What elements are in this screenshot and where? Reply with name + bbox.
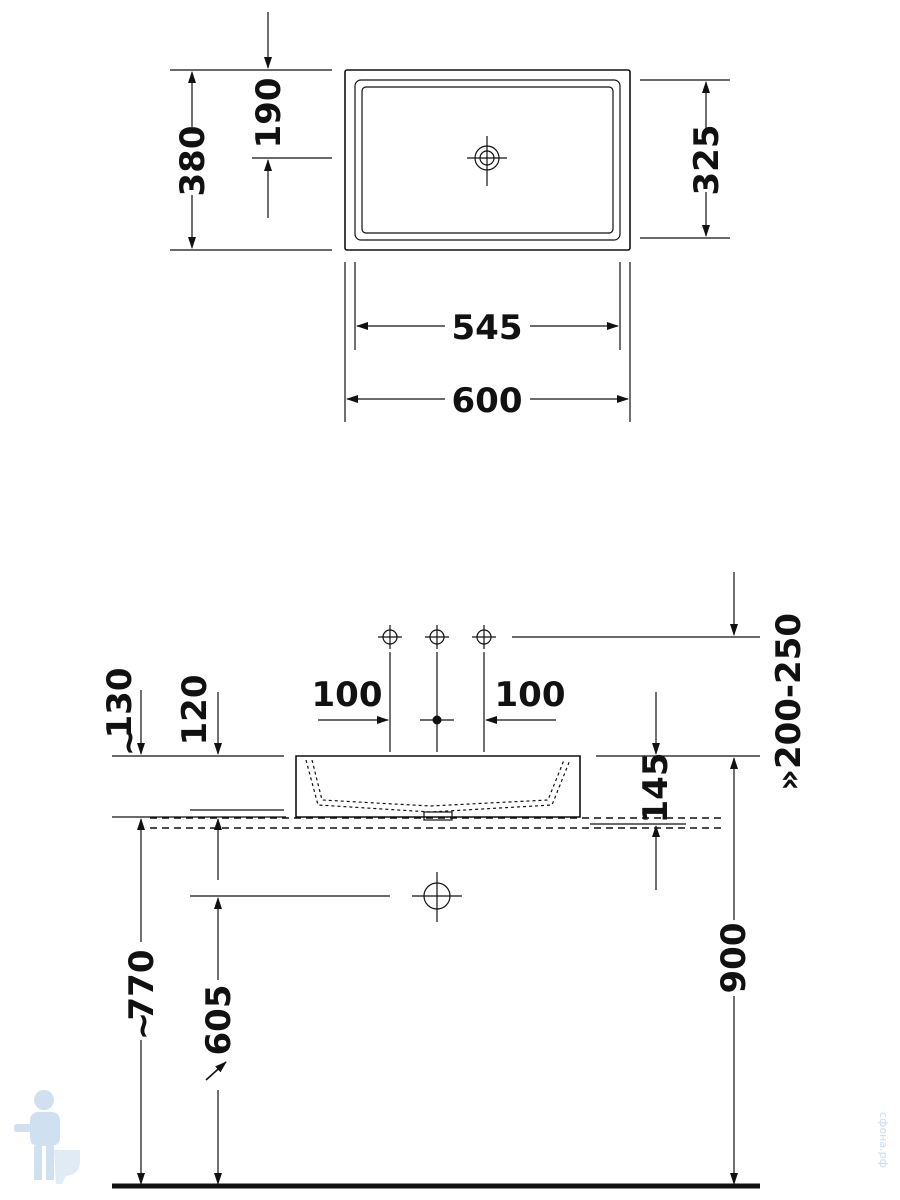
basin-outline (344, 69, 631, 251)
dim-drain-offset-label: 190 (249, 78, 289, 149)
tap-hole-right-icon (472, 625, 496, 649)
dim-rim-130-label: 130 (100, 668, 140, 739)
tap-hole-center-icon (425, 625, 449, 649)
dim-inner-depth: 325 (640, 79, 730, 239)
dim-rim-130-prefix: ~ (109, 728, 149, 757)
dim-inner-width-label: 545 (452, 308, 523, 348)
dim-waste-height-label: 605 (199, 985, 239, 1056)
basin-bowl (361, 86, 614, 234)
tap-hole-left-icon (378, 625, 402, 649)
dim-tap-spacing-left: 100 (312, 675, 389, 724)
dim-rim-height: 900 (714, 757, 754, 1185)
plumber-logo (14, 1090, 80, 1184)
dim-tap-spacing-right-label: 100 (495, 675, 566, 715)
dim-overall-width-label: 600 (452, 381, 523, 421)
basin-side-profile (295, 755, 581, 818)
dim-counter-height-label: 770 (122, 950, 162, 1021)
basin-inner-profile (305, 759, 571, 813)
dim-basin-height-label: 145 (636, 753, 676, 824)
dim-overall-width: 600 (344, 262, 631, 422)
dim-tap-spacing-right: 100 (485, 675, 566, 724)
dim-counter-height: 770 ~ (122, 818, 163, 1185)
side-view: 100 100 »200-250 130 ~ (100, 572, 809, 1189)
dim-tap-height-label: »200-250 (769, 613, 809, 791)
dim-inner-width: 545 (354, 262, 621, 350)
waste-center-icon (412, 872, 462, 922)
dim-tap-height: »200-250 (512, 572, 809, 791)
dim-counter-height-prefix: ~ (123, 1012, 163, 1041)
dim-tap-spacing-left-label: 100 (312, 675, 383, 715)
basin-inner-edge (354, 79, 621, 241)
dim-overall-depth-label: 380 (173, 126, 213, 197)
drain-icon (467, 136, 507, 186)
dim-rim-120-label: 120 (175, 675, 215, 746)
waste-height-pointer (205, 1061, 227, 1081)
watermark-text: сфона.рф (877, 1112, 890, 1168)
dim-overall-depth: 380 (170, 69, 332, 251)
top-view: 380 190 325 545 (170, 12, 730, 422)
dim-waste-height: 605 (199, 818, 239, 1185)
dim-inner-depth-label: 325 (687, 125, 727, 196)
dim-drain-offset: 190 (249, 12, 332, 218)
waste-outlet (423, 811, 453, 821)
dim-basin-height: 145 (636, 692, 676, 890)
dim-rim-height-label: 900 (714, 923, 754, 994)
dim-rim-130: 130 ~ (100, 668, 149, 757)
dim-rim-120: 120 (175, 675, 222, 755)
